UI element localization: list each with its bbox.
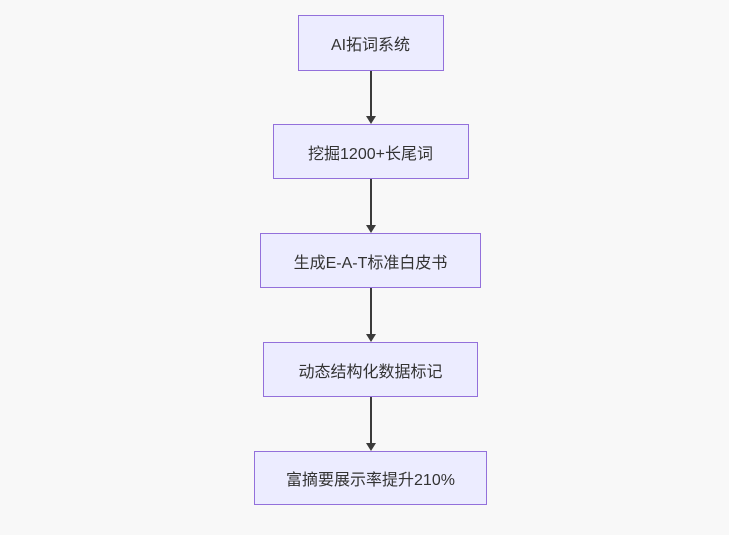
arrow-line (369, 179, 372, 226)
node-label: 动态结构化数据标记 (298, 363, 443, 381)
arrow-line (369, 397, 372, 444)
arrow-down-icon (365, 443, 376, 451)
flow-node-longtail-mining: 挖掘1200+长尾词 (272, 124, 469, 179)
node-label: 富摘要展示率提升210% (286, 472, 455, 489)
arrow-down-icon (365, 225, 376, 233)
node-label: 生成E-A-T标准白皮书 (293, 254, 448, 272)
node-label: 挖掘1200+长尾词 (308, 145, 433, 163)
flow-edge-c-d (365, 288, 376, 342)
flow-node-rich-snippet-rate: 富摘要展示率提升210% (254, 451, 487, 505)
arrow-down-icon (365, 116, 376, 124)
node-label: AI拓词系统 (330, 37, 411, 54)
flowchart: AI拓词系统 挖掘1200+长尾词 生成E-A-T标准白皮书 动态结构化数据标记 (6, 15, 729, 505)
flow-node-eat-whitepaper: 生成E-A-T标准白皮书 (260, 233, 481, 288)
flow-node-ai-expansion-system: AI拓词系统 (297, 15, 444, 71)
arrow-down-icon (365, 334, 376, 342)
flow-edge-b-c (365, 179, 376, 233)
arrow-line (369, 288, 372, 335)
flow-edge-d-e (365, 397, 376, 451)
flow-edge-a-b (365, 71, 376, 124)
arrow-line (369, 71, 372, 117)
flow-node-structured-data-markup: 动态结构化数据标记 (263, 342, 478, 397)
